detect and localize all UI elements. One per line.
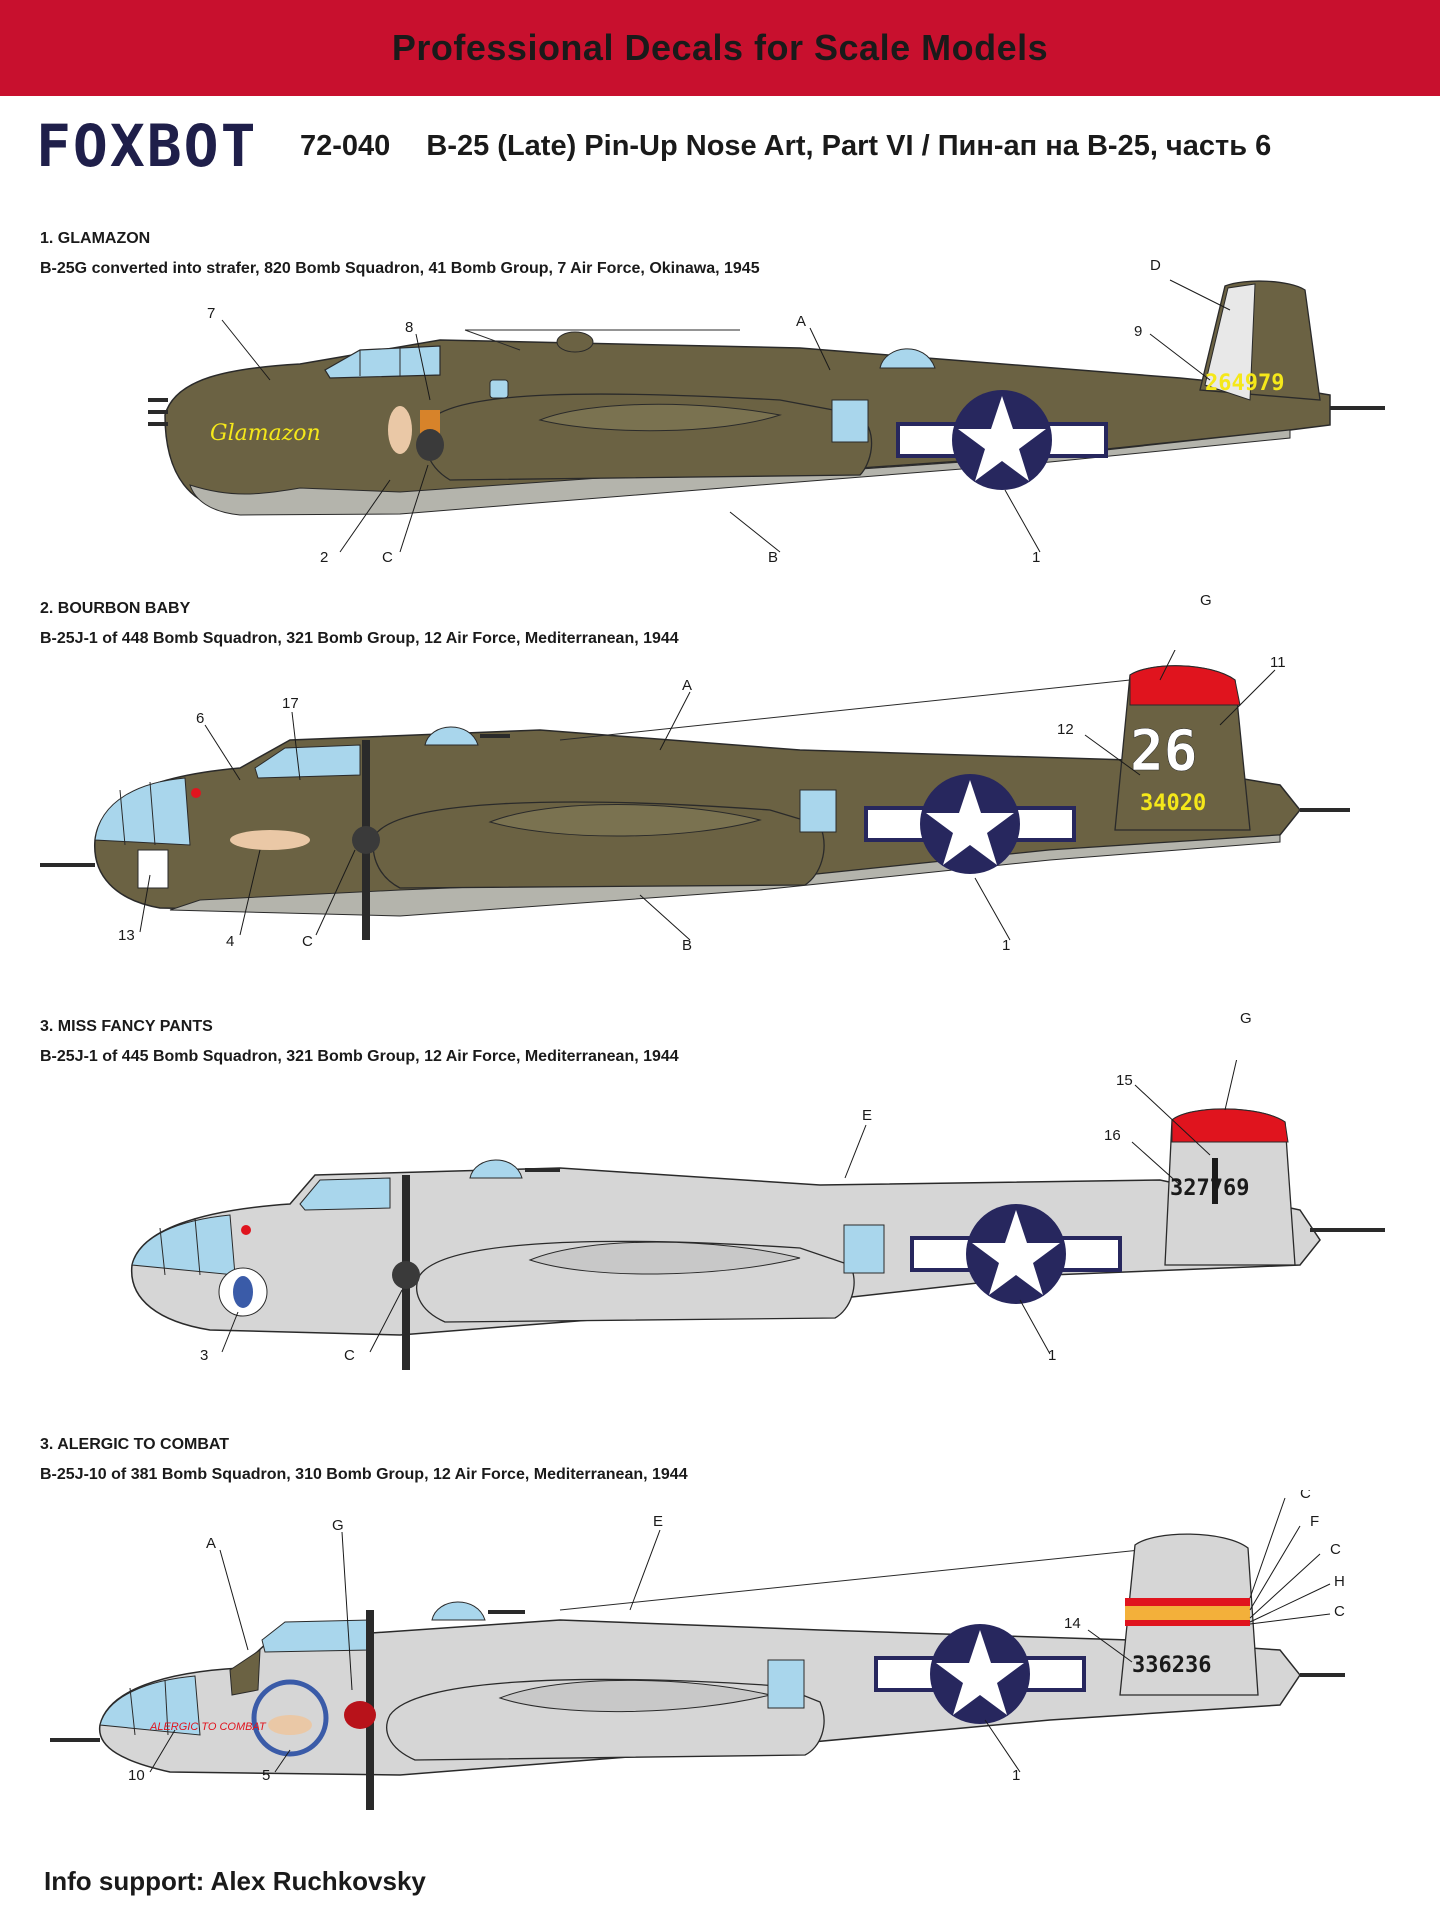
callout-label: B <box>768 549 778 566</box>
callout-label: 4 <box>226 933 234 950</box>
scheme-1-drawing: Glamazon 264979 7 8 A D 9 2 C B 1 <box>148 257 1385 566</box>
callout-label: 1 <box>1002 937 1010 954</box>
scheme-3-profile: 327769 E 15 16 3 C 1 <box>0 1060 1440 1370</box>
callout-label: 13 <box>118 927 135 944</box>
callout-label: A <box>796 313 806 330</box>
scheme-4-description: B-25J-10 of 381 Bomb Squadron, 310 Bomb … <box>40 1466 688 1483</box>
callout-label: 8 <box>405 319 413 336</box>
banner-title: Professional Decals for Scale Models <box>391 27 1049 68</box>
callout-label: 6 <box>196 710 204 727</box>
scheme-3-drawing: 327769 E 15 16 3 C 1 <box>130 1060 1385 1370</box>
callout-label: H <box>1334 1573 1345 1590</box>
brand-logo: FOXBOT <box>36 112 258 180</box>
callout-label: 2 <box>320 549 328 566</box>
callout-label: C <box>382 549 393 566</box>
header-banner: Professional Decals for Scale Models <box>0 0 1440 96</box>
scheme-4-drawing: 336236 ALERGIC TO COMBAT G A E C F C H C… <box>50 1490 1345 1810</box>
scheme-4-profile: 336236 ALERGIC TO COMBAT G A E C F C H C… <box>0 1490 1440 1820</box>
callout-label: 1 <box>1032 549 1040 566</box>
callout-label: 15 <box>1116 1072 1133 1089</box>
callout-label: 1 <box>1048 1347 1056 1364</box>
callout-label: E <box>653 1513 663 1530</box>
callout-label: C <box>1300 1490 1311 1502</box>
scheme-2-tail-number: 26 <box>1130 719 1197 784</box>
scheme-2-serial: 34020 <box>1140 791 1206 816</box>
scheme-3-callout-top: G <box>1240 1010 1252 1027</box>
product-code: 72-040 <box>300 130 391 162</box>
scheme-1-callouts: 7 8 A D 9 2 C B 1 <box>207 257 1231 566</box>
scheme-1-title: 1. GLAMAZON <box>40 230 151 247</box>
product-heading: 72-040 B-25 (Late) Pin-Up Nose Art, Part… <box>300 130 1271 163</box>
product-title: B-25 (Late) Pin-Up Nose Art, Part VI / П… <box>426 130 1272 162</box>
scheme-3-callouts: E 15 16 3 C 1 <box>200 1060 1238 1364</box>
callout-label: A <box>206 1535 216 1552</box>
scheme-1-profile: Glamazon 264979 7 8 A D 9 2 C B 1 <box>0 250 1440 570</box>
scheme-1-serial: 264979 <box>1205 371 1284 396</box>
scheme-2-title: 2. BOURBON BABY <box>40 600 191 617</box>
scheme-4-title: 3. ALERGIC TO COMBAT <box>40 1436 230 1453</box>
callout-label: B <box>682 937 692 954</box>
scheme-2-drawing: 26 34020 11 A 17 6 12 13 4 C B 1 <box>40 650 1350 954</box>
callout-label: G <box>332 1517 344 1534</box>
callout-label: 1 <box>1012 1767 1020 1784</box>
scheme-3-title: 3. MISS FANCY PANTS <box>40 1018 213 1035</box>
scheme-4-nose-art-text: ALERGIC TO COMBAT <box>149 1721 267 1733</box>
callout-label: 14 <box>1064 1615 1081 1632</box>
callout-label: 5 <box>262 1767 270 1784</box>
callout-label: 3 <box>200 1347 208 1364</box>
scheme-2-profile: 26 34020 11 A 17 6 12 13 4 C B 1 <box>0 650 1440 960</box>
callout-label: 16 <box>1104 1127 1121 1144</box>
callout-label: F <box>1310 1513 1319 1530</box>
callout-label: 9 <box>1134 323 1142 340</box>
callout-label: 7 <box>207 305 215 322</box>
scheme-4-callouts: G A E C F C H C 14 10 5 1 <box>128 1490 1345 1784</box>
callout-label: C <box>1330 1541 1341 1558</box>
callout-label: 17 <box>282 695 299 712</box>
footer-credit: Info support: Alex Ruchkovsky <box>44 1866 426 1896</box>
scheme-4-serial: 336236 <box>1132 1653 1211 1678</box>
callout-label: 11 <box>1270 654 1286 671</box>
scheme-3-serial: 327769 <box>1170 1176 1249 1201</box>
callout-label: A <box>682 677 692 694</box>
scheme-3-description: B-25J-1 of 445 Bomb Squadron, 321 Bomb G… <box>40 1048 679 1065</box>
callout-label: E <box>862 1107 872 1124</box>
callout-label: C <box>1334 1603 1345 1620</box>
callout-label: 10 <box>128 1767 145 1784</box>
scheme-2-callouts: 11 A 17 6 12 13 4 C B 1 <box>118 650 1286 954</box>
scheme-1-nose-art-text: Glamazon <box>210 421 321 446</box>
callout-label: 12 <box>1057 721 1074 738</box>
scheme-2-description: B-25J-1 of 448 Bomb Squadron, 321 Bomb G… <box>40 630 679 647</box>
callout-label: C <box>302 933 313 950</box>
scheme-1-description: B-25G converted into strafer, 820 Bomb S… <box>40 260 760 277</box>
scheme-2-callout-top: G <box>1200 592 1212 609</box>
callout-label: D <box>1150 257 1161 274</box>
callout-label: C <box>344 1347 355 1364</box>
